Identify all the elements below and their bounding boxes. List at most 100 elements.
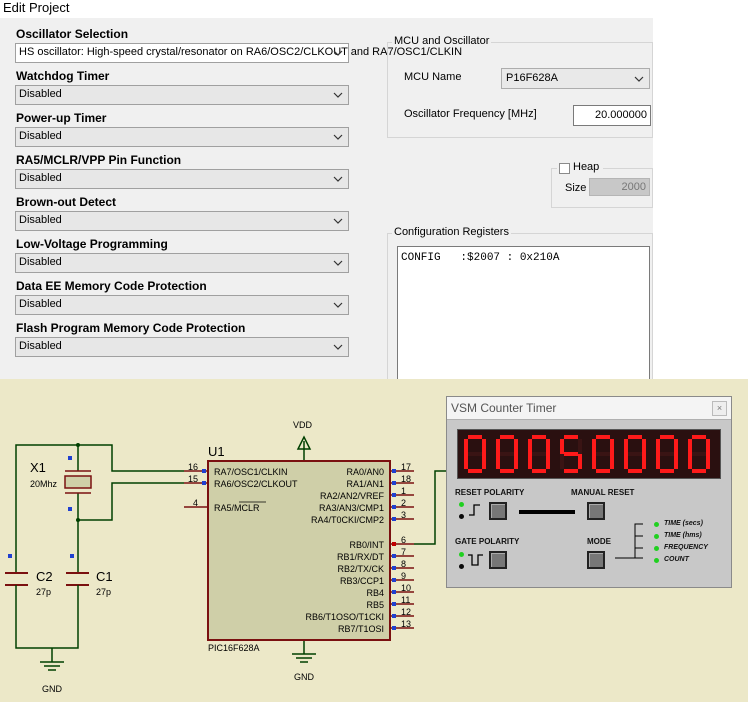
segment-a	[628, 435, 642, 439]
c2-value-label: 27p	[36, 587, 51, 597]
oscillator-frequency-input[interactable]: 20.000000	[573, 105, 651, 126]
segment-b	[706, 439, 710, 454]
close-icon[interactable]: ×	[712, 401, 727, 416]
pin-marker	[392, 602, 396, 606]
vsm-counter-timer[interactable]: VSM Counter Timer × 00050000 RESET POLAR…	[446, 396, 732, 588]
mcu-name-label: MCU Name	[404, 71, 462, 83]
segment-g	[468, 452, 482, 456]
segment-a	[532, 435, 546, 439]
pin-label: RA1/AN1	[346, 479, 384, 489]
pin-number: 9	[401, 571, 406, 581]
pin-number: 12	[401, 607, 411, 617]
led-indicator	[459, 552, 464, 557]
mode-label: MODE	[587, 537, 611, 546]
pin-label: RA4/T0CKI/CMP2	[311, 515, 384, 525]
segment-g	[532, 452, 546, 456]
mcu-name-dropdown[interactable]: P16F628A	[501, 68, 650, 89]
counter-display: 00050000	[457, 429, 721, 479]
window-title: Edit Project	[3, 0, 70, 15]
heap-checkbox[interactable]	[559, 163, 570, 174]
manual-reset-label: MANUAL RESET	[571, 488, 635, 497]
pin-number: 17	[401, 462, 411, 472]
oscillator-frequency-label: Oscillator Frequency [MHz]	[404, 108, 537, 120]
low-voltage-programming-dropdown[interactable]: Disabled	[15, 253, 349, 273]
junction-dot	[76, 518, 80, 522]
flash-protection-dropdown[interactable]: Disabled	[15, 337, 349, 357]
pin-number: 1	[401, 486, 406, 496]
segment-c	[706, 454, 710, 469]
brown-out-detect-value: Disabled	[19, 214, 62, 226]
power-up-timer-dropdown[interactable]: Disabled	[15, 127, 349, 147]
segment-e	[592, 454, 596, 469]
segment-f	[656, 439, 660, 454]
config-registers-textarea[interactable]: CONFIG :$2007 : 0x210A	[397, 246, 650, 379]
pin-number: 2	[401, 498, 406, 508]
segment-b	[578, 439, 582, 454]
chevron-down-icon	[333, 134, 343, 140]
pin-label: RA3/AN3/CMP1	[319, 503, 384, 513]
watchdog-timer-value: Disabled	[19, 88, 62, 100]
pin-marker	[70, 554, 74, 558]
pin-number: 10	[401, 583, 411, 593]
oscillator-selection-dropdown[interactable]: HS oscillator: High-speed crystal/resona…	[15, 43, 463, 63]
manual-reset-button[interactable]	[587, 502, 605, 520]
segment-c	[578, 454, 582, 469]
segment-a	[596, 435, 610, 439]
mclr-pin-function-dropdown[interactable]: Disabled	[15, 169, 349, 189]
chevron-down-icon	[333, 302, 343, 308]
heap-label: Heap	[573, 161, 600, 173]
segment-g	[628, 452, 642, 456]
data-ee-protection-label: Data EE Memory Code Protection	[16, 279, 207, 293]
pin-marker	[392, 493, 396, 497]
pic-chip-body[interactable]	[207, 460, 391, 641]
mcu-name-value: P16F628A	[506, 72, 558, 84]
chevron-down-icon	[333, 92, 343, 98]
segment-c	[610, 454, 614, 469]
segment-f	[496, 439, 500, 454]
segment-g	[596, 452, 610, 456]
mode-time-secs: TIME (secs)	[664, 520, 703, 527]
pin-label: RA5/MCLR	[214, 503, 260, 513]
pin-marker	[202, 469, 206, 473]
pin-label: RB7/T1OSI	[338, 624, 384, 634]
low-voltage-programming-value: Disabled	[19, 256, 62, 268]
c2-top-wire	[15, 444, 78, 573]
watchdog-timer-dropdown[interactable]: Disabled	[15, 85, 349, 105]
data-ee-protection-value: Disabled	[19, 298, 62, 310]
pin-marker	[392, 590, 396, 594]
brown-out-detect-dropdown[interactable]: Disabled	[15, 211, 349, 231]
mode-button[interactable]	[587, 551, 605, 569]
gate-polarity-label: GATE POLARITY	[455, 537, 520, 546]
oscillator-frequency-value: 20.000000	[595, 109, 647, 121]
mode-count: COUNT	[664, 556, 689, 563]
pin-number: 7	[401, 547, 406, 557]
pin-marker	[202, 481, 206, 485]
gate-polarity-button[interactable]	[489, 551, 507, 569]
segment-c	[546, 454, 550, 469]
reset-polarity-button[interactable]	[489, 502, 507, 520]
schematic-drawing: U1 PIC16F628A VDD GND GND X1 20Mhz C2 27…	[5, 420, 446, 694]
segment-f	[592, 439, 596, 454]
segment-g	[692, 452, 706, 456]
counter-title: VSM Counter Timer	[451, 401, 557, 415]
data-ee-protection-dropdown[interactable]: Disabled	[15, 295, 349, 315]
segment-d	[500, 469, 514, 473]
segment-d	[564, 469, 578, 473]
segment-c	[482, 454, 486, 469]
pin-label: RB2/TX/CK	[337, 564, 384, 574]
segment-g	[500, 452, 514, 456]
chevron-down-icon	[333, 50, 343, 56]
segment-d	[660, 469, 674, 473]
config-registers-title: Configuration Registers	[392, 226, 511, 238]
crystal-body[interactable]	[64, 475, 92, 489]
config-registers-text: CONFIG :$2007 : 0x210A	[401, 252, 560, 264]
heap-size-input[interactable]: 2000	[589, 178, 650, 196]
mode-frequency: FREQUENCY	[664, 544, 708, 551]
oscillator-selection-value: HS oscillator: High-speed crystal/resona…	[19, 46, 463, 58]
chevron-down-icon	[333, 344, 343, 350]
segment-b	[482, 439, 486, 454]
power-up-timer-value: Disabled	[19, 130, 62, 142]
segment-b	[546, 439, 550, 454]
pin-number: 8	[401, 559, 406, 569]
flash-protection-label: Flash Program Memory Code Protection	[16, 321, 246, 335]
